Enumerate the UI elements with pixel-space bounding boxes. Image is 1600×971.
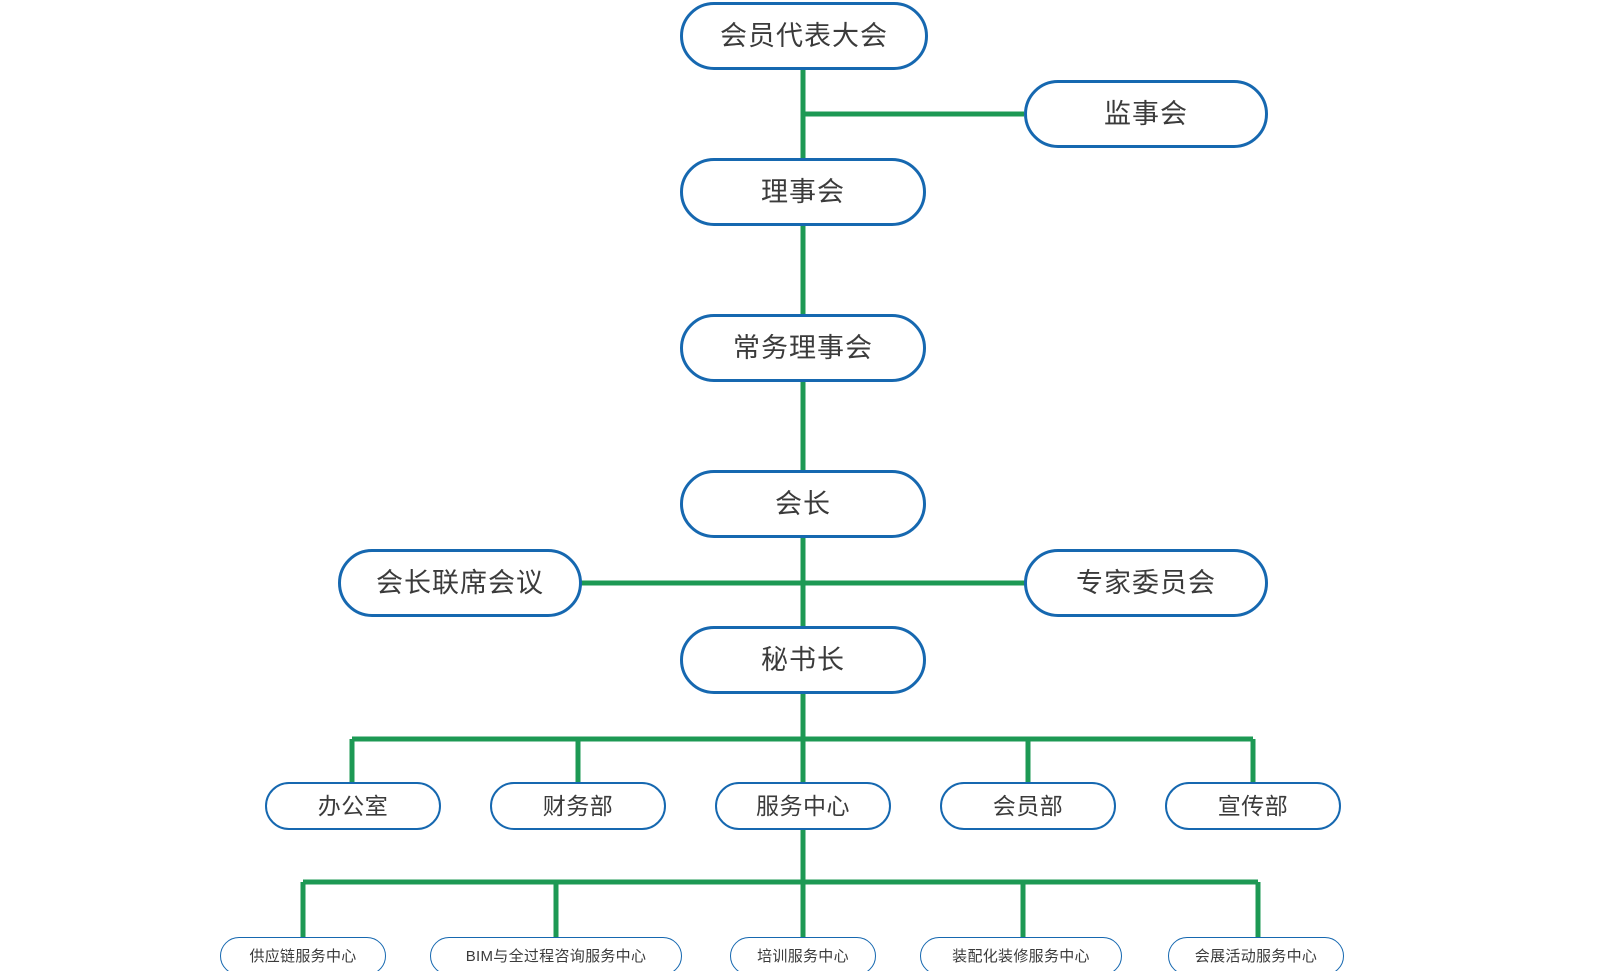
node-expert-committee[interactable]: 专家委员会: [1024, 549, 1268, 617]
node-service-exhibition-label: 会展活动服务中心: [1194, 947, 1318, 965]
node-council[interactable]: 理事会: [680, 158, 926, 226]
node-supervisory-board-label: 监事会: [1104, 98, 1188, 129]
node-department-service-center[interactable]: 服务中心: [715, 782, 891, 830]
node-president-joint-meeting[interactable]: 会长联席会议: [338, 549, 582, 617]
node-service-bim-label: BIM与全过程咨询服务中心: [465, 947, 647, 965]
node-secretary-general[interactable]: 秘书长: [680, 626, 926, 694]
node-service-supply-chain-label: 供应链服务中心: [249, 947, 357, 965]
node-president-label: 会长: [775, 488, 831, 519]
node-department-service-center-label: 服务中心: [756, 792, 850, 819]
node-general-assembly[interactable]: 会员代表大会: [680, 2, 928, 70]
node-service-prefab-decoration-label: 装配化装修服务中心: [952, 947, 1090, 965]
node-secretary-general-label: 秘书长: [761, 644, 845, 675]
node-service-training[interactable]: 培训服务中心: [730, 937, 876, 971]
node-department-publicity[interactable]: 宣传部: [1165, 782, 1341, 830]
node-department-finance[interactable]: 财务部: [490, 782, 666, 830]
node-service-exhibition[interactable]: 会展活动服务中心: [1168, 937, 1344, 971]
node-service-training-label: 培训服务中心: [757, 947, 849, 965]
node-president[interactable]: 会长: [680, 470, 926, 538]
node-general-assembly-label: 会员代表大会: [720, 20, 888, 51]
node-council-label: 理事会: [761, 176, 845, 207]
node-service-prefab-decoration[interactable]: 装配化装修服务中心: [920, 937, 1122, 971]
node-department-membership-label: 会员部: [992, 792, 1064, 819]
node-department-publicity-label: 宣传部: [1217, 792, 1289, 819]
node-department-membership[interactable]: 会员部: [940, 782, 1116, 830]
node-department-office[interactable]: 办公室: [265, 782, 441, 830]
node-standing-council[interactable]: 常务理事会: [680, 314, 926, 382]
node-expert-committee-label: 专家委员会: [1076, 567, 1216, 598]
node-supervisory-board[interactable]: 监事会: [1024, 80, 1268, 148]
node-standing-council-label: 常务理事会: [733, 332, 873, 363]
node-department-office-label: 办公室: [317, 792, 389, 819]
node-service-bim[interactable]: BIM与全过程咨询服务中心: [430, 937, 682, 971]
node-president-joint-meeting-label: 会长联席会议: [376, 567, 544, 598]
node-service-supply-chain[interactable]: 供应链服务中心: [220, 937, 386, 971]
node-department-finance-label: 财务部: [542, 792, 614, 819]
